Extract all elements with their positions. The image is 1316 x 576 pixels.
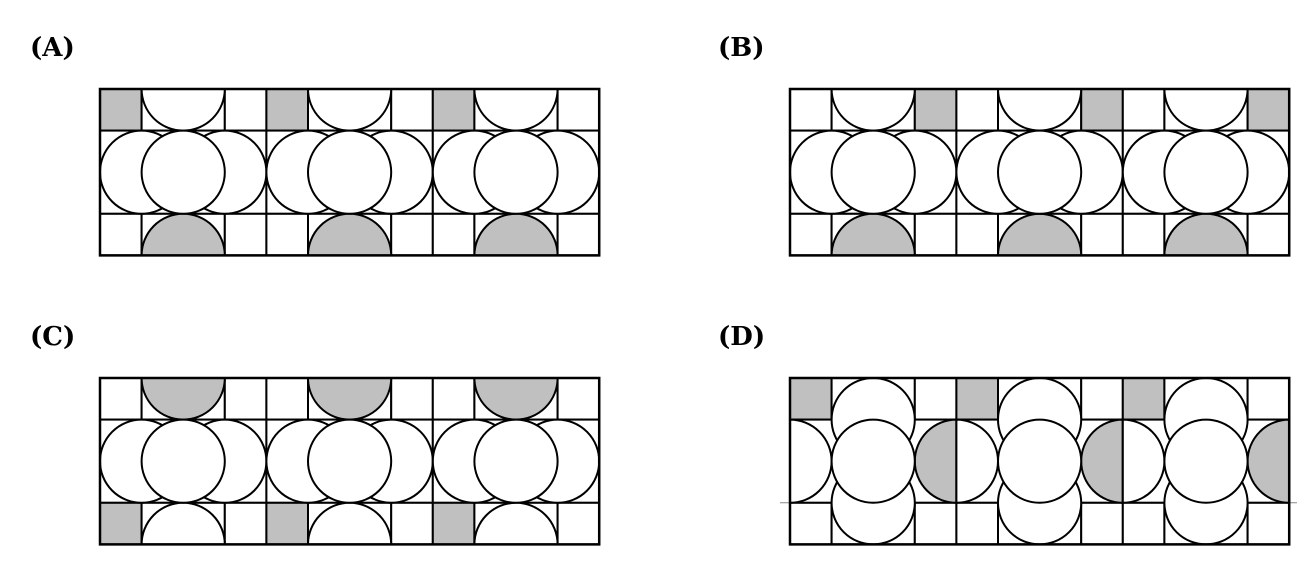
top-right-square: [1246, 377, 1291, 421]
panel-a-label: (A): [30, 33, 75, 63]
panel-frame: [98, 376, 601, 546]
bottom-left-square: [431, 501, 476, 546]
panel-frame: [98, 87, 601, 257]
front-circle: [997, 418, 1083, 504]
panel-c: [98, 376, 601, 546]
bottom-right-square: [390, 501, 434, 546]
bottom-right-square: [556, 501, 601, 546]
top-right-square: [390, 377, 434, 421]
top-left-square: [265, 88, 309, 132]
front-circle: [830, 129, 916, 215]
front-circle: [307, 129, 393, 215]
bottom-right-square: [1080, 212, 1124, 257]
top-right-square: [556, 377, 601, 421]
bottom-right-square: [913, 212, 958, 257]
front-circle: [830, 418, 916, 504]
bottom-left-square: [789, 212, 833, 257]
bottom-left-square: [265, 501, 309, 546]
panel-b-label: (B): [718, 33, 765, 63]
top-left-square: [789, 377, 833, 421]
bottom-right-square: [1246, 501, 1291, 546]
bottom-right-square: [913, 501, 958, 546]
panel-a: [98, 87, 601, 257]
top-right-square: [390, 88, 434, 132]
bottom-right-square: [223, 501, 268, 546]
front-circle: [140, 418, 226, 504]
bottom-left-square: [955, 501, 1000, 546]
bottom-left-square: [789, 501, 833, 546]
front-circle: [473, 129, 559, 215]
bottom-right-square: [223, 212, 268, 257]
bottom-left-square: [1121, 212, 1166, 257]
front-circle: [1163, 129, 1249, 215]
panel-frame: [788, 376, 1291, 546]
panel-d-label: (D): [718, 322, 766, 352]
top-left-square: [99, 377, 143, 421]
top-left-square: [1121, 377, 1166, 421]
bottom-left-square: [955, 212, 1000, 257]
bottom-left-square: [265, 212, 309, 257]
top-left-square: [265, 377, 309, 421]
top-left-square: [955, 377, 1000, 421]
bottom-left-square: [99, 212, 143, 257]
front-circle: [1163, 418, 1249, 504]
bottom-left-square: [1121, 501, 1166, 546]
bottom-right-square: [390, 212, 434, 257]
top-left-square: [789, 88, 833, 132]
top-right-square: [556, 88, 601, 132]
panel-c-label: (C): [30, 322, 76, 352]
front-circle: [307, 418, 393, 504]
top-right-square: [1080, 377, 1124, 421]
top-left-square: [955, 88, 1000, 132]
bottom-right-square: [1246, 212, 1291, 257]
top-left-square: [1121, 88, 1166, 132]
panel-b: [788, 87, 1291, 257]
bottom-left-square: [99, 501, 143, 546]
bottom-right-square: [556, 212, 601, 257]
top-right-square: [1246, 88, 1291, 132]
bottom-right-square: [1080, 501, 1124, 546]
top-left-square: [431, 377, 476, 421]
front-circle: [997, 129, 1083, 215]
top-right-square: [223, 377, 268, 421]
top-left-square: [431, 88, 476, 132]
top-right-square: [913, 377, 958, 421]
front-circle: [473, 418, 559, 504]
top-left-square: [99, 88, 143, 132]
panel-d: [780, 376, 1297, 546]
top-right-square: [913, 88, 958, 132]
panel-frame: [788, 87, 1291, 257]
front-circle: [140, 129, 226, 215]
bottom-left-square: [431, 212, 476, 257]
top-right-square: [1080, 88, 1124, 132]
top-right-square: [223, 88, 268, 132]
